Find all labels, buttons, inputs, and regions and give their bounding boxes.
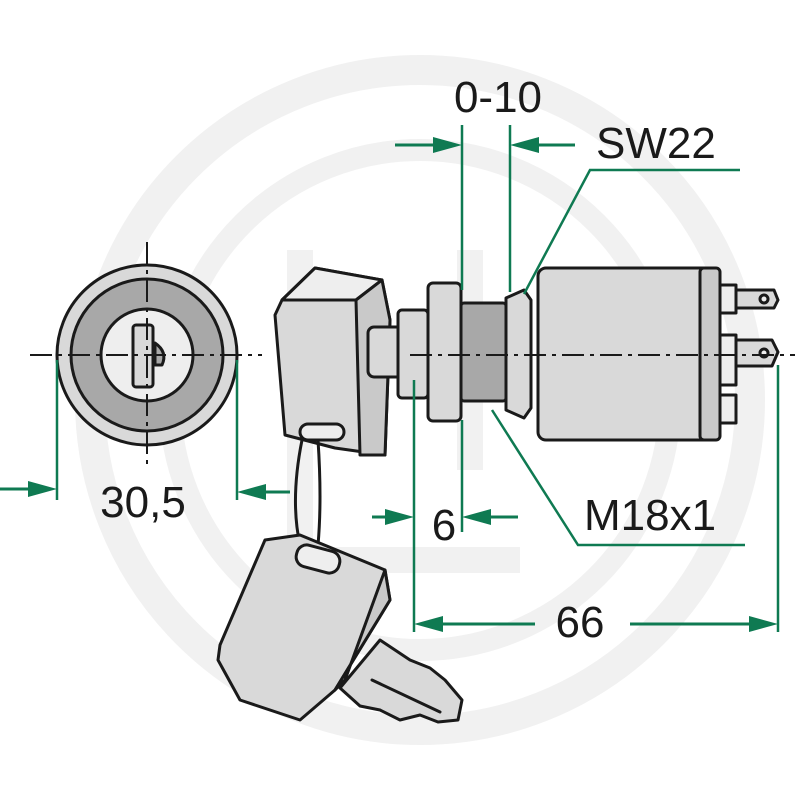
- thread-label: M18x1: [584, 491, 716, 540]
- wrench-size-label: SW22: [596, 119, 716, 168]
- wrench-size-leader: [522, 168, 740, 295]
- face-diameter-dimension: [0, 360, 290, 500]
- loose-key: [216, 438, 464, 724]
- lock-face-front-view: [30, 242, 262, 468]
- flange-width-label: 6: [432, 501, 456, 550]
- total-length-dimension: [414, 365, 780, 632]
- flange-width-dimension: [372, 380, 518, 632]
- total-length-label: 66: [556, 598, 605, 647]
- adjust-range-label: 0-10: [454, 73, 542, 122]
- lock-body-side-view: [396, 266, 795, 442]
- key-head-inserted: [273, 266, 420, 457]
- thread-leader: [490, 409, 745, 547]
- adjust-range-dimension: [395, 125, 575, 292]
- face-diameter-label: 30,5: [100, 478, 186, 527]
